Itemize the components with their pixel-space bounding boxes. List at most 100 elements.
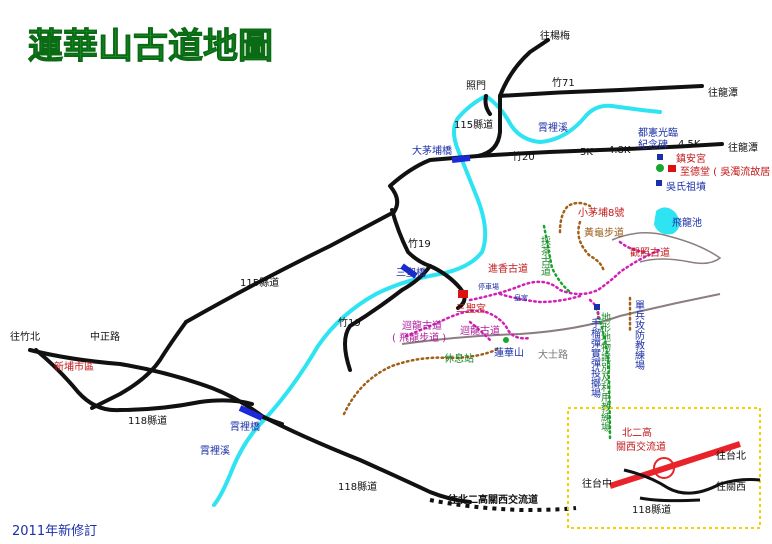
road-z71-label: 竹71 bbox=[552, 76, 575, 89]
bridge-sansheng: 三聖橋 bbox=[396, 266, 426, 279]
dir-freeway: 往北二高關西交流道 bbox=[448, 493, 538, 506]
trail-orange-south bbox=[342, 346, 502, 416]
road-115-label-a: 115縣道 bbox=[454, 118, 493, 131]
river-xiali-bottom: 霄裡溪 bbox=[200, 444, 230, 457]
trail-caicha bbox=[542, 224, 572, 294]
trail-caicha-label: 採茶古道 bbox=[539, 235, 551, 276]
ridge-line-2 bbox=[611, 232, 722, 265]
dir-longtan-1: 往龍潭 bbox=[708, 86, 738, 99]
place-xinpu: 新埔市區 bbox=[54, 360, 94, 373]
road-yangmei bbox=[498, 38, 550, 98]
river-main bbox=[212, 94, 488, 507]
trail-guanzhao-label: 觀照古道 bbox=[630, 246, 670, 259]
road-118-label-b: 118縣道 bbox=[338, 480, 377, 493]
place-sanshenggong: 三聖宮 bbox=[456, 302, 486, 315]
place-zhaomen: 照門 bbox=[466, 80, 486, 92]
inset-road-label: 118縣道 bbox=[632, 503, 671, 516]
trail-jinxiang-label: 進香古道 bbox=[488, 262, 528, 275]
place-wu-grave: 吳氏祖墳 bbox=[666, 180, 706, 193]
trail-grenade-label: 手榴彈實彈投擲場 bbox=[589, 317, 601, 399]
wu-grave-icon bbox=[656, 180, 662, 186]
road-zhaomen bbox=[483, 94, 492, 116]
inset-road bbox=[623, 468, 761, 495]
trail-loop-pink bbox=[498, 292, 582, 304]
inset-label-1: 北二高 bbox=[622, 426, 652, 439]
road-layer bbox=[28, 38, 724, 504]
inset-road-low bbox=[639, 496, 701, 503]
inset-taibei: 往台北 bbox=[716, 449, 746, 462]
road-z19-label-b: 竹19 bbox=[338, 316, 361, 329]
trail-huilong-label: 迴龍古道 bbox=[460, 324, 500, 337]
road-z19-south bbox=[343, 264, 432, 372]
place-dudu-1: 都憲光臨 bbox=[638, 126, 678, 139]
bridge-damaopu: 大茅埔橋 bbox=[412, 144, 452, 157]
road-z71 bbox=[498, 84, 704, 98]
jinan-temple-icon bbox=[668, 165, 676, 172]
river-xiali-top: 霄裡溪 bbox=[538, 121, 568, 134]
vertical-labels: 採茶古道 地形地物識別及利用教練場 單兵攻防教練場 手榴彈實彈投擲場 bbox=[539, 235, 645, 433]
labels: 往楊梅 照門 竹71 往龍潭 115縣道 霄裡溪 都憲光臨 紀念碑 4.5K 往… bbox=[10, 29, 772, 506]
place-parking: 停車場 bbox=[478, 282, 499, 291]
dir-longtan-2: 往龍潭 bbox=[728, 141, 758, 154]
river-branch bbox=[484, 94, 662, 145]
trail-huanggui-label: 黃龜步道 bbox=[584, 226, 624, 239]
inset-taizhong: 往台中 bbox=[582, 477, 612, 490]
place-xiuxi: 休息站 bbox=[444, 352, 474, 365]
trail-orange-north bbox=[558, 201, 592, 234]
road-z19-label-a: 竹19 bbox=[408, 237, 431, 250]
trail-training-green bbox=[594, 306, 612, 442]
bridge-xiali-mark bbox=[238, 405, 264, 421]
inset-label-2: 關西交流道 bbox=[616, 440, 666, 453]
place-xiaomaopu: 小茅埔8號 bbox=[578, 206, 624, 219]
place-jinan: 鎮安宮 bbox=[676, 152, 706, 165]
road-zhongzheng-label: 中正路 bbox=[90, 330, 120, 343]
place-feilong: 飛龍池 bbox=[672, 216, 702, 229]
trail-guanzhao bbox=[618, 240, 646, 254]
ridge-line bbox=[401, 293, 721, 345]
revision-label: 2011年新修訂 bbox=[12, 523, 97, 539]
road-115-label-b: 115縣道 bbox=[240, 276, 279, 289]
km-5: 5K bbox=[580, 147, 593, 158]
road-115-west bbox=[90, 320, 188, 410]
km-4-5: 4.5K bbox=[678, 139, 701, 150]
road-dashi-label: 大士路 bbox=[538, 348, 568, 361]
road-xinpu-loop bbox=[34, 348, 254, 413]
road-z20-label: 竹20 bbox=[512, 150, 535, 163]
training-marker-icon bbox=[594, 304, 600, 310]
dir-zhubei: 往竹北 bbox=[10, 330, 40, 343]
km-4-8: 4.8K bbox=[608, 145, 631, 156]
jinan-marker-icon bbox=[656, 164, 664, 172]
river-pond bbox=[653, 207, 680, 235]
sansheng-temple-icon bbox=[458, 290, 468, 298]
bridge-layer bbox=[238, 155, 471, 421]
lianhuashan-peak-icon bbox=[503, 337, 509, 343]
freeway-dashed bbox=[429, 498, 577, 513]
road-z20 bbox=[476, 142, 724, 158]
dudu-marker-icon bbox=[657, 154, 663, 160]
inset-guanxi: 往關西 bbox=[716, 480, 746, 493]
trail-training-label: 地形地物識別及利用教練場 bbox=[599, 311, 611, 433]
trail-gujian bbox=[468, 320, 492, 342]
trail-jinxiang bbox=[468, 248, 662, 302]
road-sansheng bbox=[428, 264, 467, 310]
trail-gujian-1: 迴龍古道 bbox=[402, 319, 442, 332]
place-zhide: 至德堂 ( 吳濁流故居 ) bbox=[680, 165, 772, 178]
inset-border bbox=[567, 407, 761, 529]
road-118-label-a: 118縣道 bbox=[128, 414, 167, 427]
place-huanggong: 皇宮 bbox=[514, 293, 528, 302]
inset-interchange bbox=[653, 457, 675, 479]
trail-gujian-2: ( 飛龍步道 ) bbox=[392, 331, 446, 344]
bridge-sansheng-mark bbox=[400, 263, 418, 279]
map-title: 蓮華山古道地圖 bbox=[28, 27, 273, 67]
trail-huilong bbox=[404, 309, 532, 340]
river-layer bbox=[212, 94, 680, 507]
place-lianhuashan: 蓮華山 bbox=[494, 346, 524, 359]
place-dudu-2: 紀念碑 bbox=[638, 138, 668, 151]
road-z19 bbox=[390, 208, 432, 268]
bridge-xiali: 霄裡橋 bbox=[230, 420, 260, 433]
trail-layer bbox=[342, 201, 662, 442]
dir-yangmei: 往楊梅 bbox=[540, 29, 570, 42]
inset-map: 北二高 關西交流道 往台北 往台中 往關西 118縣道 bbox=[567, 407, 761, 529]
trail-tank-label: 單兵攻防教練場 bbox=[633, 300, 645, 371]
